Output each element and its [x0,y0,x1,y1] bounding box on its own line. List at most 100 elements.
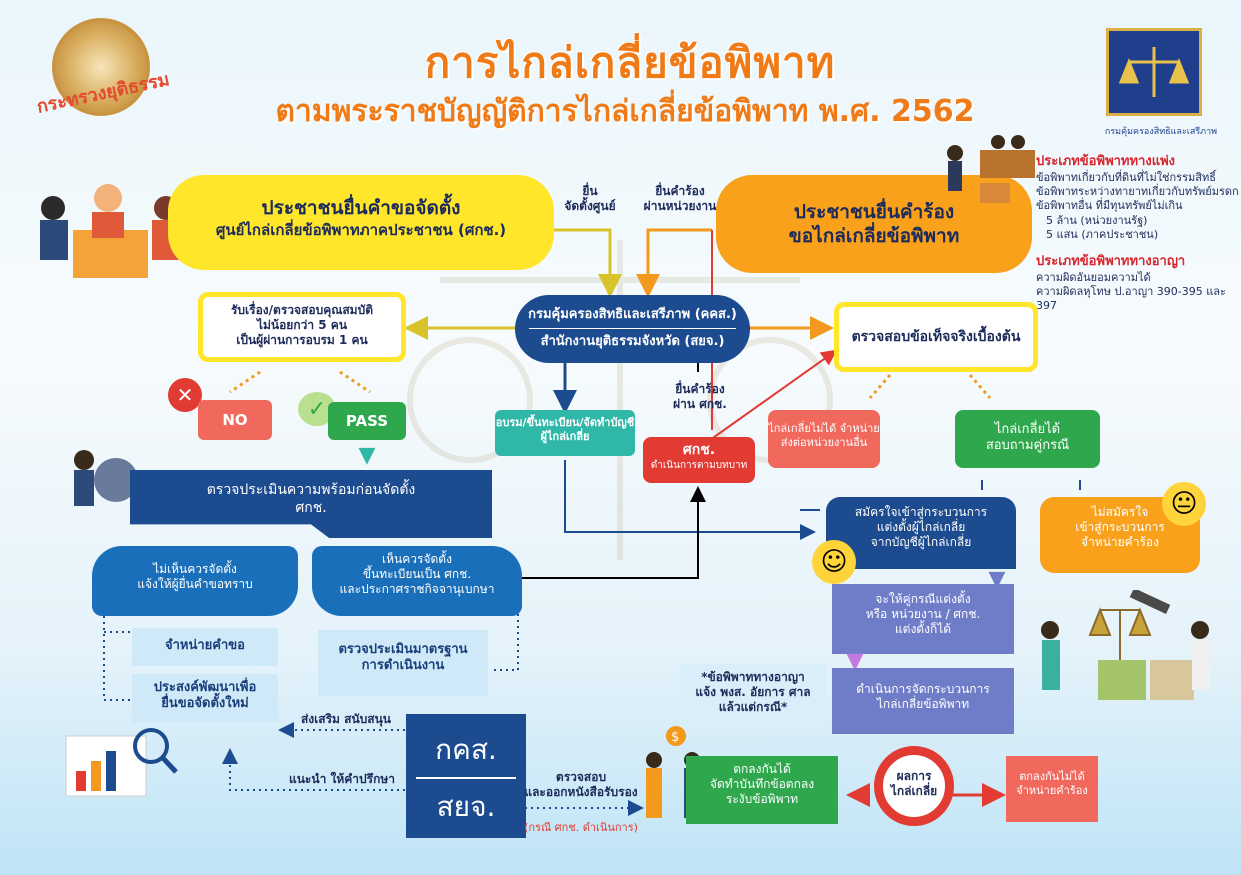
standard-eval-box: ตรวจประเมินมาตรฐาน การดำเนินงาน [318,630,488,696]
agreed-line2: จัดทำบันทึกข้อตกลง [709,777,815,791]
submit-agency-label: ยื่นคำร้องผ่านหน่วยงาน [643,184,717,213]
skch-line1: ศกช. [682,442,716,458]
skch-action-box: ศกช. ดำเนินการตามบทบาท [643,437,755,483]
prelim-check-text: ตรวจสอบข้อเท็จจริงเบื้องต้น [851,329,1021,345]
criminal-types-title: ประเภทข้อพิพาททางอาญา [1036,254,1186,269]
agreed-line3: ระงับข้อพิพาท [725,792,799,806]
criminal-note-line1: *ข้อพิพาททางอาญา [701,670,805,684]
not-volunteer-line1: ไม่สมัครใจ [1091,505,1149,519]
suitable-line3: และประกาศราชกิจจานุเบกษา [339,582,495,596]
rlpd-logo-text: กรมคุ้มครองสิทธิและเสรีภาพ [1104,127,1218,137]
page-title: การไกล่เกลี่ยข้อพิพาท [424,38,836,87]
agreed-box: ตกลงกันได้ จัดทำบันทึกข้อตกลง ระงับข้อพิ… [686,756,838,824]
case-label: (กรณี ศกช. ดำเนินการ) [524,821,638,834]
volunteer-line2: แต่งตั้งผู้ไกล่เกลี่ย [876,520,966,534]
criminal-type-item: ความผิดลหุโทษ ป.อาญา 390-395 และ 397 [1036,285,1226,313]
cannot-mediate-box: ไกล่เกลี่ยไม่ได้ จำหน่าย ส่งต่อหน่วยงานอ… [768,410,880,468]
cross-icon: ✕ [168,378,202,412]
smile-icon: ☺ [812,540,856,584]
civil-type-item: ข้อพิพาทเกี่ยวกับที่ดินที่ไม่ใช่กรรมสิทธ… [1036,170,1216,184]
result-circle: ผลการ ไกล่เกลี่ย [874,746,954,826]
can-mediate-box: ไกล่เกลี่ยได้ สอบถามคู่กรณี [955,410,1100,468]
cannot-mediate-line1: ไกล่เกลี่ยไม่ได้ จำหน่าย [768,422,880,435]
dispute-request-line1: ประชาชนยื่นคำร้อง [793,201,955,223]
page-subtitle: ตามพระราชบัญญัติการไกล่เกลี่ยข้อพิพาท พ.… [275,94,975,129]
no-badge: NO [198,400,272,440]
prelim-check-box: ตรวจสอบข้อเท็จจริงเบื้องต้น [834,302,1038,372]
pass-badge: PASS [328,402,406,440]
readiness-line2: ศกช. [295,499,327,516]
dispute-request-box: ประชาชนยื่นคำร้อง ขอไกล่เกลี่ยข้อพิพาท [716,175,1032,273]
arrow-down-icon: ▼ [358,442,376,468]
inspect-label: ตรวจสอบและออกหนังสือรับรอง [524,770,638,799]
civil-type-item: ข้อพิพาทอื่น ที่มีทุนทรัพย์ไม่เกิน [1036,199,1183,213]
not-agreed-box: ตกลงกันไม่ได้ จำหน่ายคำร้อง [1006,756,1098,822]
submit-skch-label: ยื่นคำร้องผ่าน ศกช. [673,382,727,411]
arrow-down-icon: ▼ [846,648,864,674]
check-qual-line3: เป็นผู้ผ่านการอบรม 1 คน [236,333,368,347]
dispute-request-line2: ขอไกล่เกลี่ยข้อพิพาท [788,224,960,247]
conduct-line1: ดำเนินการจัดกระบวนการ [856,682,990,696]
dismiss-request-box: จำหน่ายคำขอ [132,628,278,666]
agency-line2: สำนักงานยุติธรรมจังหวัด (สยจ.) [540,334,725,350]
check-qualification-box: รับเรื่อง/ตรวจสอบคุณสมบัติ ไม่น้อยกว่า 5… [198,292,406,362]
criminal-note-line2: แจ้ง พงส. อัยการ ศาล [695,685,811,699]
result-line1: ผลการ [896,769,932,783]
not-agreed-line2: จำหน่ายคำร้อง [1016,783,1088,797]
conduct-line2: ไกล่เกลี่ยข้อพิพาท [876,697,970,711]
resubmit-line1: ประสงค์พัฒนาเพื่อ [153,680,257,695]
can-mediate-line2: สอบถามคู่กรณี [985,438,1070,454]
readiness-line1: ตรวจประเมินความพร้อมก่อนจัดตั้ง [206,482,416,498]
ministry-seal-logo [52,18,150,116]
volunteer-line1: สมัครใจเข้าสู่กระบวนการ [854,505,988,519]
suitable-line2: ขึ้นทะเบียนเป็น ศกช. [362,567,472,581]
analytics-icon [56,716,188,812]
training-box: อบรม/ขึ้นทะเบียน/จัดทำบัญชี ผู้ไกล่เกลี่… [495,410,635,456]
criminal-note-box: *ข้อพิพาททางอาญา แจ้ง พงส. อัยการ ศาล แล… [680,664,826,734]
dismiss-request-text: จำหน่ายคำขอ [165,638,245,653]
not-volunteer-line3: จำหน่ายคำร้อง [1081,535,1159,549]
criminal-dispute-types: ประเภทข้อพิพาททางอาญา ความผิดอันยอมความไ… [1036,254,1240,314]
criminal-type-item: ความผิดอันยอมความได้ [1036,270,1151,284]
rlpd-logo [1106,28,1202,116]
civil-type-item: 5 ล้าน (หน่วยงานรัฐ) [1046,213,1148,227]
suitable-box: เห็นควรจัดตั้ง ขึ้นทะเบียนเป็น ศกช. และป… [312,546,522,616]
promote-label: ส่งเสริม สนับสนุน [300,712,392,726]
courtroom-icon [940,128,1040,208]
appoint-box: จะให้คู่กรณีแต่งตั้ง หรือ หน่วยงาน / ศกช… [832,584,1014,654]
scales-icon [1119,47,1189,97]
appoint-line3: แต่งตั้งก็ได้ [894,622,952,636]
meeting-people-icon [28,168,188,280]
kks-text: กคส. [435,733,497,766]
not-suitable-line1: ไม่เห็นควรจัดตั้ง [153,562,237,576]
standard-eval-line1: ตรวจประเมินมาตรฐาน [338,642,468,657]
volunteer-line3: จากบัญชีผู้ไกล่เกลี่ย [870,535,972,549]
kks-syj-box: กคส. สยจ. [406,714,526,838]
civil-request-line2: ศูนย์ไกล่เกลี่ยข้อพิพาทภาคประชาชน (ศกช.) [215,220,507,239]
civil-type-item: 5 แสน (ภาคประชาชน) [1046,228,1159,242]
skch-line2: ดำเนินการตามบทบาท [650,459,748,471]
resubmit-line2: ยื่นขอจัดตั้งใหม่ [161,696,249,712]
appoint-line1: จะให้คู่กรณีแต่งตั้ง [875,592,971,606]
civil-types-title: ประเภทข้อพิพาททางแพ่ง [1036,154,1176,169]
civil-request-line1: ประชาชนยื่นคำขอจัดตั้ง [261,197,461,219]
suitable-line1: เห็นควรจัดตั้ง [382,552,452,566]
can-mediate-line1: ไกล่เกลี่ยได้ [994,422,1061,437]
training-line1: อบรม/ขึ้นทะเบียน/จัดทำบัญชี [495,416,635,429]
agency-box: กรมคุ้มครองสิทธิและเสรีภาพ (คคส.) สำนักง… [515,295,750,363]
civil-request-box: ประชาชนยื่นคำขอจัดตั้ง ศูนย์ไกล่เกลี่ยข้… [168,175,554,270]
not-suitable-box: ไม่เห็นควรจัดตั้ง แจ้งให้ผู้ยื่นคำขอทราบ [92,546,298,616]
civil-dispute-types: ประเภทข้อพิพาททางแพ่ง ข้อพิพาทเกี่ยวกับท… [1036,154,1240,242]
check-qual-line2: ไม่น้อยกว่า 5 คน [256,318,348,332]
volunteer-box: สมัครใจเข้าสู่กระบวนการ แต่งตั้งผู้ไกล่เ… [826,497,1016,569]
standard-eval-line2: การดำเนินงาน [361,658,445,674]
conduct-box: ดำเนินการจัดกระบวนการ ไกล่เกลี่ยข้อพิพาท [832,668,1014,734]
neutral-face-icon: 😐 [1162,482,1206,526]
appoint-line2: หรือ หน่วยงาน / ศกช. [865,607,981,621]
result-line2: ไกล่เกลี่ย [890,784,938,798]
not-suitable-line2: แจ้งให้ผู้ยื่นคำขอทราบ [137,577,253,591]
resubmit-box: ประสงค์พัฒนาเพื่อ ยื่นขอจัดตั้งใหม่ [132,674,278,722]
law-scales-icon [1030,590,1220,720]
agreed-line1: ตกลงกันได้ [733,762,791,776]
submit-center-label: ยื่นจัดตั้งศูนย์ [564,184,616,213]
